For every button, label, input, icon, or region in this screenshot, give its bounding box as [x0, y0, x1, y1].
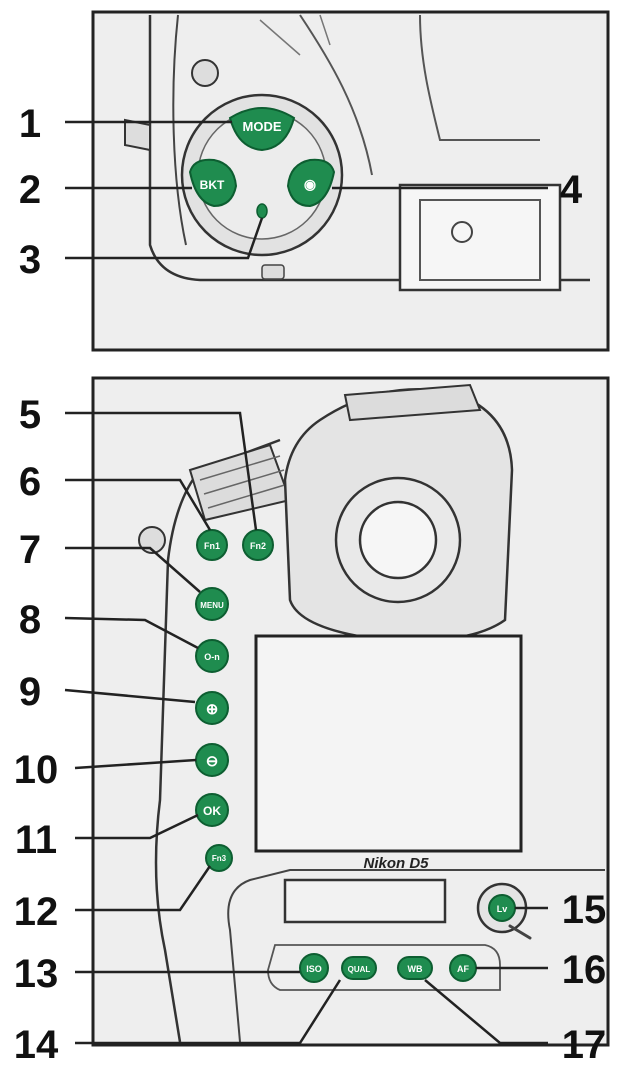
- callout-number-12: 12: [14, 890, 59, 934]
- fn1-button-label: Fn1: [204, 541, 220, 551]
- callout-number-14: 14: [14, 1023, 59, 1067]
- hot-shoe-contact: [451, 221, 473, 243]
- callout-number-13: 13: [14, 952, 59, 996]
- af-mode-button[interactable]: AF: [449, 954, 477, 982]
- callout-numbers: 1 2 3 4 5 6 7 8 9 10 11 12 13 14 15 16 1…: [14, 102, 607, 1067]
- qual-button[interactable]: QUAL: [341, 956, 377, 980]
- callout-number-17: 17: [562, 1023, 607, 1067]
- strap-lug: [124, 118, 151, 152]
- callout-number-2: 2: [19, 168, 41, 212]
- wb-button[interactable]: WB: [397, 956, 433, 980]
- lv-selector-label: Lv: [497, 904, 508, 914]
- callout-number-9: 9: [19, 670, 41, 714]
- hot-shoe-inner: [419, 199, 541, 281]
- bkt-button[interactable]: BKT: [188, 158, 238, 208]
- callout-number-15: 15: [562, 888, 607, 932]
- ok-button-label: OK: [203, 804, 221, 818]
- fn3-button[interactable]: Fn3: [205, 844, 233, 872]
- leader-line-6: [65, 478, 212, 531]
- leader-line-12: [75, 865, 212, 912]
- qual-button-label: QUAL: [348, 965, 371, 974]
- leader-line-14: [75, 979, 342, 1045]
- brand-label: Nikon D5: [363, 855, 429, 872]
- callout-number-11: 11: [15, 818, 57, 862]
- fn3-button-label: Fn3: [212, 854, 227, 863]
- callout-number-3: 3: [19, 238, 41, 282]
- callout-number-6: 6: [19, 460, 41, 504]
- callout-number-7: 7: [19, 528, 41, 572]
- callout-number-10: 10: [14, 748, 59, 792]
- rear-control-panel: [283, 878, 447, 924]
- top-view-panel: MODE BKT ◉: [91, 10, 610, 352]
- protect-button[interactable]: O-n: [195, 639, 229, 673]
- leader-lines: [64, 120, 548, 1045]
- zoom-in-button-label: ⊕: [206, 701, 219, 718]
- callout-number-5: 5: [19, 393, 41, 437]
- zoom-in-button[interactable]: ⊕: [195, 691, 229, 725]
- dial-knurl: [199, 455, 289, 509]
- mode-button-label: MODE: [243, 119, 282, 134]
- top-detail-lines: [259, 14, 331, 56]
- fn2-button-label: Fn2: [250, 541, 266, 551]
- leader-line-10: [74, 758, 197, 770]
- callout-number-16: 16: [562, 948, 607, 992]
- protect-button-label: O-n: [204, 652, 220, 662]
- fn1-button[interactable]: Fn1: [196, 529, 228, 561]
- callout-number-4: 4: [560, 168, 583, 212]
- monitor-screen: [254, 634, 523, 853]
- leader-line-3: [65, 217, 264, 260]
- top-knob: [191, 59, 219, 87]
- back-view-panel: Nikon D5 Fn1 Fn2 MENU O-n ⊕ ⊖: [91, 376, 610, 1047]
- back-grip-outline: [227, 869, 605, 1043]
- top-panel-frame: [91, 10, 610, 352]
- top-body-contour: [172, 14, 187, 246]
- iso-button-label: ISO: [306, 964, 322, 974]
- prism-edge-right: [419, 14, 540, 141]
- bkt-button-label: BKT: [200, 178, 225, 192]
- wb-button-label: WB: [408, 964, 423, 974]
- iso-button[interactable]: ISO: [299, 953, 329, 983]
- top-body-outline: [148, 15, 590, 282]
- metering-button[interactable]: ◉: [286, 158, 336, 208]
- leader-line-8: [64, 616, 199, 650]
- metering-button-label: ◉: [304, 176, 316, 192]
- dial-lock: [261, 264, 285, 280]
- leader-line-7: [65, 546, 201, 593]
- lamp-indicator: [256, 203, 268, 219]
- prism-edge-left: [299, 14, 373, 176]
- af-mode-button-label: AF: [457, 964, 469, 974]
- callout-number-1: 1: [19, 102, 41, 146]
- hot-shoe: [398, 183, 562, 292]
- zoom-out-button-label: ⊖: [206, 753, 219, 770]
- leader-line-11: [75, 813, 199, 840]
- menu-button-label: MENU: [200, 601, 224, 610]
- eyepiece-window: [358, 500, 438, 580]
- leader-line-9: [64, 688, 196, 704]
- leader-line-17: [424, 979, 548, 1045]
- leader-line-5: [65, 411, 258, 531]
- menu-button[interactable]: MENU: [195, 587, 229, 621]
- mode-button[interactable]: MODE: [228, 107, 296, 152]
- zoom-out-button[interactable]: ⊖: [195, 743, 229, 777]
- strap-eyelet: [138, 526, 166, 554]
- callout-number-8: 8: [19, 598, 41, 642]
- eyepiece-top: [343, 383, 482, 422]
- fn2-button[interactable]: Fn2: [242, 529, 274, 561]
- ok-button[interactable]: OK: [195, 793, 229, 827]
- bottom-button-rail: [267, 944, 501, 991]
